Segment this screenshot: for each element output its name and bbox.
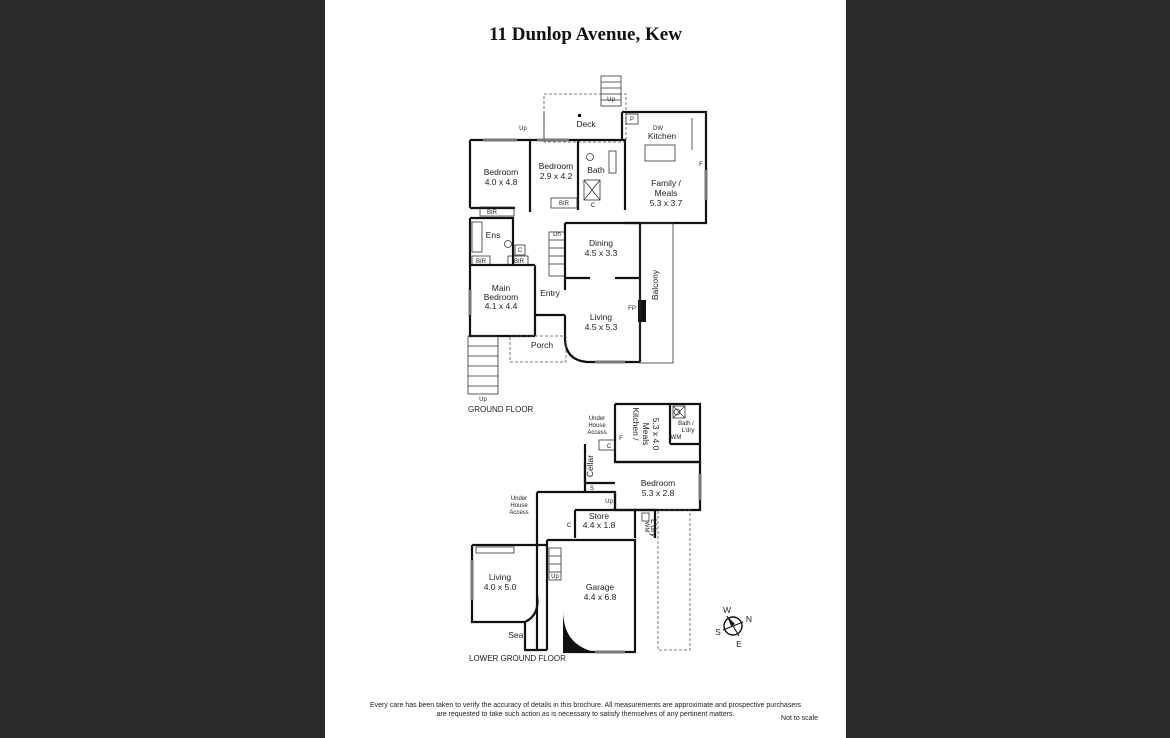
floor-plan-drawing: Deck Kitchen P DW F Bedroom 4.0 x 4.8 Be… (467, 75, 752, 663)
lower-kitchen-label-2: Meals (641, 423, 651, 446)
bedroom-a-dim: 4.0 x 4.8 (485, 177, 518, 187)
lower-floor-caption: LOWER GROUND FLOOR (469, 654, 566, 663)
seat-label: Seat (508, 630, 526, 640)
porch-label: Porch (531, 340, 553, 350)
under-house-access-2-line-2: House (510, 503, 528, 509)
bedroom-b-label: Bedroom (539, 161, 574, 171)
lower-up-label: Up (605, 499, 613, 505)
dining-label: Dining (589, 238, 613, 248)
bedroom-a-label: Bedroom (484, 167, 519, 177)
deck-label: Deck (576, 119, 596, 129)
garage-dim: 4.4 x 6.8 (584, 592, 617, 602)
ground-floor-plan (467, 75, 708, 395)
cupboard-label-2: C (518, 248, 523, 254)
fireplace-label: FP (628, 306, 636, 312)
stair-up-label-2: Up (519, 126, 527, 132)
lower-cupboard-label: C (607, 444, 612, 450)
ensuite-label: Ens (486, 230, 501, 240)
compass-south: S (715, 627, 721, 637)
dining-dim: 4.5 x 3.3 (585, 248, 618, 258)
family-dim: 5.3 x 3.7 (650, 198, 683, 208)
bath-laundry-label-2: L'dry (682, 428, 695, 434)
compass-icon (722, 615, 744, 637)
compass-west: W (723, 605, 731, 615)
lower-bedroom-dim: 5.3 x 2.8 (642, 488, 675, 498)
store-dim: 4.4 x 1.8 (583, 520, 616, 530)
ground-floor-caption: GROUND FLOOR (468, 405, 534, 414)
under-house-access-2-line-1: Under (511, 496, 527, 502)
living-dim: 4.5 x 5.3 (585, 322, 618, 332)
kitchen-label: Kitchen (648, 131, 677, 141)
entry-label: Entry (540, 288, 561, 298)
bath-label: Bath (587, 165, 605, 175)
brochure-sheet: 11 Dunlop Avenue, Kew (325, 0, 846, 738)
under-house-access-2-line-3: Access (509, 510, 528, 516)
lower-bedroom-label: Bedroom (641, 478, 676, 488)
main-bedroom-label: Main (492, 283, 511, 293)
bir-label-1: BIR (559, 201, 570, 207)
stair-up-label-1: Up (607, 97, 615, 103)
lower-laundry-label: L'dry (649, 519, 659, 538)
family-label-2: Meals (655, 188, 678, 198)
s-label: S (590, 486, 594, 492)
washing-machine-label-1: WM (671, 435, 682, 441)
under-house-access-1-line-3: Access (587, 430, 606, 436)
disclaimer-line-2: are requested to take such action as is … (436, 711, 735, 718)
scale-note: Not to scale (781, 715, 818, 722)
under-house-access-1-line-2: House (588, 423, 606, 429)
bedroom-b-dim: 2.9 x 4.2 (540, 171, 573, 181)
compass-east: E (736, 639, 742, 649)
lower-living-label: Living (489, 572, 511, 582)
stair-up-label-3: Up (479, 397, 487, 403)
bir-label-3: BIR (476, 259, 487, 265)
fridge-label: F (699, 162, 703, 168)
cupboard-label-1: C (591, 203, 596, 209)
lower-up-label-2: Up (551, 574, 559, 580)
dishwasher-label: DW (653, 126, 663, 132)
garage-label: Garage (586, 582, 615, 592)
lower-fridge-label: F (619, 436, 623, 442)
under-house-access-1-line-1: Under (589, 416, 605, 422)
lower-floor-plan (470, 402, 702, 654)
bath-laundry-label: Bath / (678, 421, 694, 427)
disclaimer: Every care has been taken to verify the … (325, 701, 846, 719)
property-title: 11 Dunlop Avenue, Kew (489, 24, 682, 45)
bir-label-2: BIR (487, 210, 498, 216)
bir-label-4: BIR (514, 259, 525, 265)
family-label: Family / (651, 178, 681, 188)
compass-north: N (746, 614, 752, 624)
balcony-label: Balcony (650, 269, 660, 300)
washing-machine-label-2: WM (643, 522, 649, 533)
lower-kitchen-dim: 5.3 x 4.0 (651, 418, 661, 451)
living-label: Living (590, 312, 612, 322)
main-bedroom-dim: 4.1 x 4.4 (485, 301, 518, 311)
disclaimer-line-1: Every care has been taken to verify the … (369, 702, 802, 709)
pantry-label: P (630, 117, 634, 123)
lower-living-dim: 4.0 x 5.0 (484, 582, 517, 592)
stair-down-label: Dn (553, 232, 561, 238)
store-label: Store (589, 511, 610, 521)
lower-kitchen-label: Kitchen / (631, 407, 641, 441)
store-cupboard-label: C (567, 523, 572, 529)
main-bedroom-label-2: Bedroom (484, 292, 519, 302)
cellar-label: Cellar (585, 455, 595, 477)
